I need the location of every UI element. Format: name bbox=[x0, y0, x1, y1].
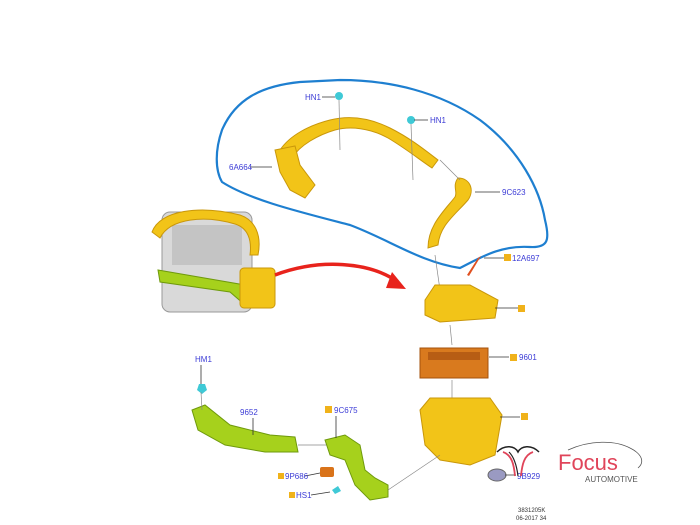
label-hm1: HM1 bbox=[195, 355, 212, 364]
air-duct-6a664 bbox=[274, 117, 439, 199]
airbox-lower bbox=[419, 397, 503, 466]
label-9c675: 9C675 bbox=[334, 406, 358, 415]
sensor-9p686 bbox=[320, 467, 334, 477]
airbox-cover bbox=[424, 284, 499, 323]
label-9p686: 9P686 bbox=[285, 472, 309, 481]
red-arrow bbox=[274, 262, 400, 284]
focus-automotive-logo: Focus AUTOMOTIVE bbox=[496, 441, 643, 484]
label-9c623: 9C623 bbox=[502, 188, 526, 197]
stamp-line-1: 3831205K bbox=[518, 508, 545, 514]
drain-valve-9b929 bbox=[487, 468, 507, 482]
label-12a697: 12A697 bbox=[512, 254, 540, 263]
label-hn1-right: HN1 bbox=[430, 116, 447, 125]
highlight-outline bbox=[215, 78, 549, 270]
label-hn1-upper: HN1 bbox=[305, 93, 322, 102]
stamp-line-2: 06-2017 34 bbox=[516, 516, 547, 522]
label-6a664: 6A664 bbox=[229, 163, 253, 172]
duct-9652 bbox=[191, 404, 299, 453]
label-9601: 9601 bbox=[519, 353, 537, 362]
logo-subtitle: AUTOMOTIVE bbox=[585, 475, 638, 484]
air-hose-9c623 bbox=[427, 177, 472, 249]
label-9b929: 9B929 bbox=[517, 472, 541, 481]
duct-9c675 bbox=[324, 434, 389, 501]
engine-illustration bbox=[151, 209, 276, 313]
logo-name: Focus bbox=[558, 450, 618, 475]
label-hs1: HS1 bbox=[296, 491, 312, 500]
label-9652: 9652 bbox=[240, 408, 258, 417]
